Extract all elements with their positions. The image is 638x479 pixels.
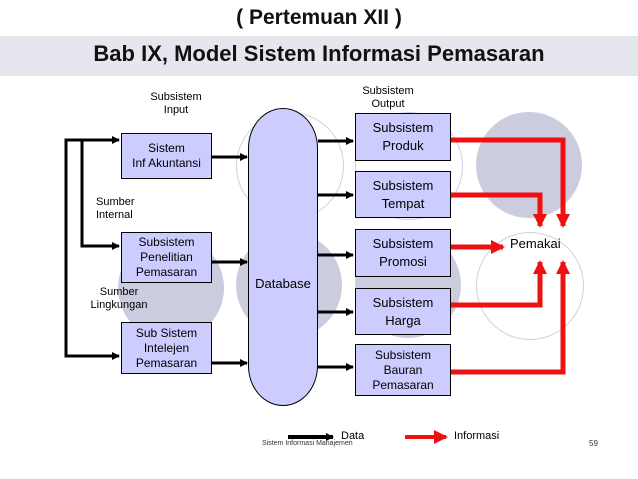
pemakai-label: Pemakai — [510, 236, 561, 251]
box-subsistem-produk: Subsistem Produk — [355, 113, 451, 161]
sumber-line — [80, 138, 104, 248]
label-subsistem-output: Subsistem Output — [362, 85, 414, 110]
label-sumber-lingkungan: Sumber Lingkungan — [90, 286, 148, 311]
box-sistem-inf-akuntansi: Sistem Inf Akuntansi — [121, 133, 212, 179]
label-subsistem-input: Subsistem Input — [150, 91, 202, 116]
info-arrow — [451, 260, 570, 375]
footer-text: Sistem Informasi Manajemen — [262, 440, 353, 447]
info-arrow — [451, 137, 570, 228]
box-subsistem-bauran-pemasaran: Subsistem Bauran Pemasaran — [355, 344, 451, 396]
database-cylinder — [248, 108, 318, 406]
legend-informasi-label: Informasi — [454, 430, 500, 442]
database-label: Database — [255, 276, 311, 291]
box-sub-sistem-intelejen-pemasaran: Sub Sistem Intelejen Pemasaran — [121, 322, 212, 374]
box-subsistem-harga: Subsistem Harga — [355, 288, 451, 335]
box-subsistem-promosi: Subsistem Promosi — [355, 229, 451, 277]
page-number: 59 — [589, 439, 598, 448]
page-subtitle: Bab IX, Model Sistem Informasi Pemasaran — [93, 41, 545, 66]
box-subsistem-tempat: Subsistem Tempat — [355, 171, 451, 218]
page-title: ( Pertemuan XII ) — [236, 6, 402, 29]
label-sumber-internal: Sumber Internal — [96, 196, 135, 221]
sumber-line — [64, 138, 104, 358]
box-subsistem-penelitian-pemasaran: Subsistem Penelitian Pemasaran — [121, 232, 212, 283]
info-arrow — [451, 192, 547, 228]
legend-data-label: Data — [341, 430, 365, 442]
info-arrow — [451, 260, 547, 308]
title-band — [0, 36, 638, 76]
